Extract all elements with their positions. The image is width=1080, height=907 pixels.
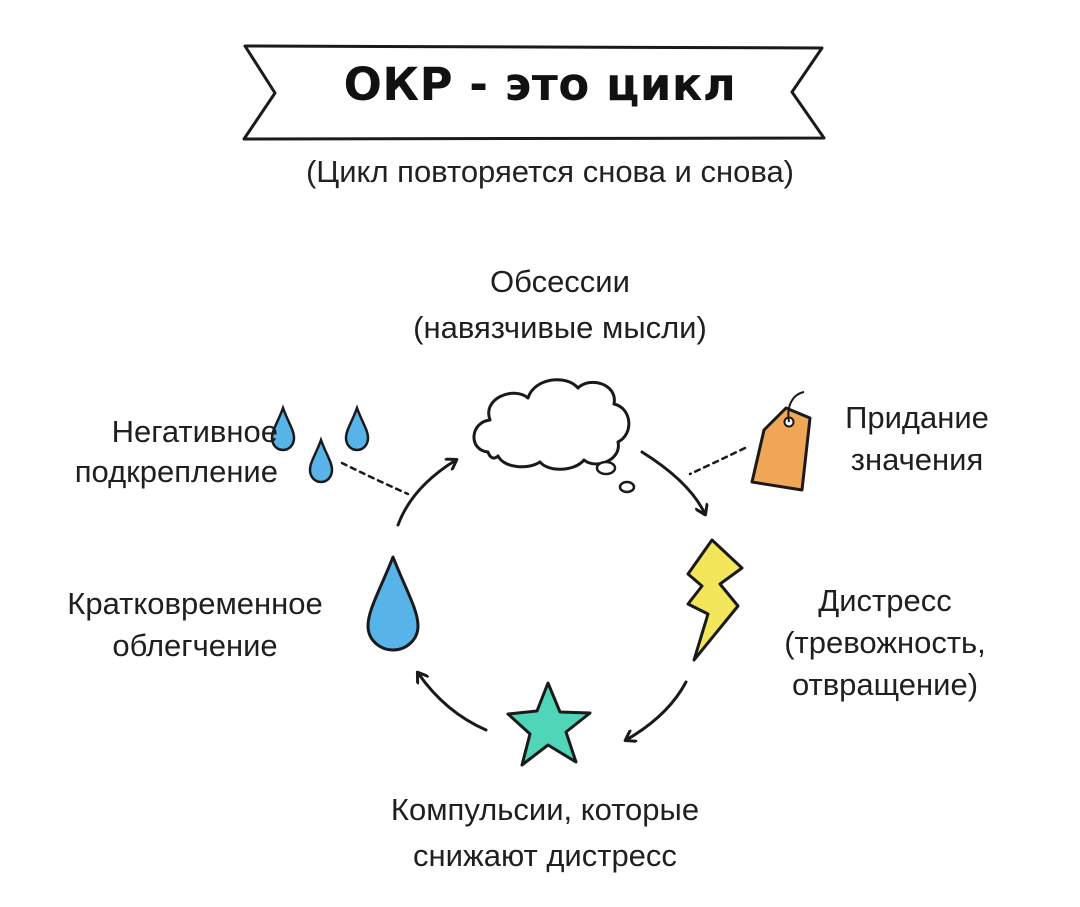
label-reinforcement-line1: Негативное <box>111 414 278 449</box>
star-icon <box>506 681 592 767</box>
dashed-connector-reinforcement <box>340 461 410 496</box>
label-relief: Кратковременное облегчение <box>30 586 360 664</box>
thought-cloud-icon <box>472 378 636 494</box>
label-compulsions-line1: Компульсии, которые <box>390 792 700 827</box>
title-banner <box>242 44 826 141</box>
label-distress: Дистресс (тревожность, отвращение) <box>755 583 1015 703</box>
label-obsessions-line1: Обсессии <box>490 264 630 299</box>
label-compulsions-line2: снижают дистресс <box>413 838 677 873</box>
arrow-compulsions-to-relief <box>418 673 488 732</box>
lightning-bolt-icon <box>686 538 744 662</box>
water-drops-icon <box>270 404 370 484</box>
label-distress-line3: отвращение) <box>791 667 979 702</box>
price-tag-icon <box>750 391 812 492</box>
label-obsessions-line2: (навязчивые мысли) <box>413 310 707 345</box>
label-relief-line1: Кратковременное <box>67 586 323 621</box>
label-reinforcement: Негативное подкрепление <box>20 414 278 490</box>
arrow-obsessions-to-distress <box>640 450 705 514</box>
arrow-relief-to-obsessions <box>396 460 456 527</box>
label-relief-line2: облегчение <box>112 628 278 663</box>
label-meaning-line1: Придание <box>845 400 989 435</box>
water-drop-icon <box>366 555 420 652</box>
label-distress-line1: Дистресс <box>818 583 952 618</box>
label-distress-line2: (тревожность, <box>784 625 986 660</box>
label-obsessions: Обсессии (навязчивые мысли) <box>360 264 760 346</box>
page-title: ОКР - это цикл <box>343 58 737 111</box>
page-subtitle: (Цикл повторяется снова и снова) <box>305 154 795 189</box>
label-meaning-line2: значения <box>850 442 984 477</box>
label-compulsions: Компульсии, которые снижают дистресс <box>330 792 760 874</box>
dashed-connector-meaning <box>688 446 747 476</box>
label-meaning: Придание значения <box>822 400 1012 478</box>
arrow-distress-to-compulsions <box>626 680 688 740</box>
label-reinforcement-line2: подкрепление <box>74 454 278 489</box>
